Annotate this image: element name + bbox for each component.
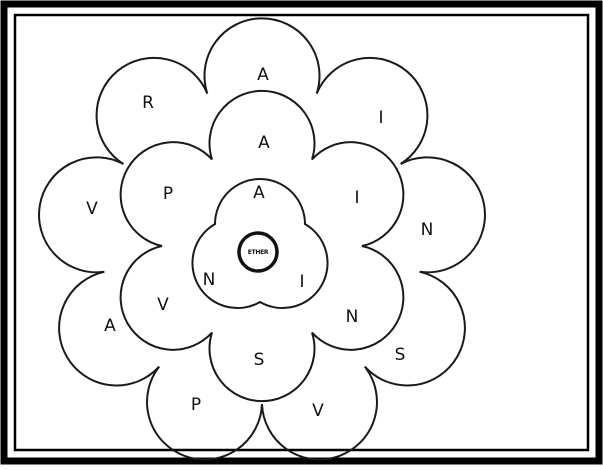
outer-letter-5: V: [312, 401, 324, 421]
outer-letter-2: I: [378, 108, 383, 128]
outer-letter-8: V: [86, 199, 98, 219]
middle-letter-2: I: [354, 188, 359, 208]
inner-border: [15, 15, 588, 450]
outer-letter-1: A: [257, 65, 269, 85]
middle-letter-1: A: [258, 133, 270, 153]
inner-letter-1: A: [253, 183, 265, 203]
outer-border: [4, 4, 599, 461]
outer-letter-7: A: [104, 316, 116, 336]
inner-letter-3: N: [203, 270, 216, 290]
center-label: ETHER: [248, 249, 269, 256]
outer-letter-3: N: [421, 220, 434, 240]
outer-letter-4: S: [395, 345, 406, 365]
middle-letter-5: V: [157, 295, 169, 315]
middle-letter-4: S: [254, 350, 265, 370]
inner-letter-2: I: [299, 272, 304, 292]
outer-letter-9: R: [142, 93, 154, 113]
outer-letter-6: P: [191, 395, 201, 415]
middle-letter-6: P: [163, 184, 173, 204]
middle-letter-3: N: [346, 307, 359, 327]
